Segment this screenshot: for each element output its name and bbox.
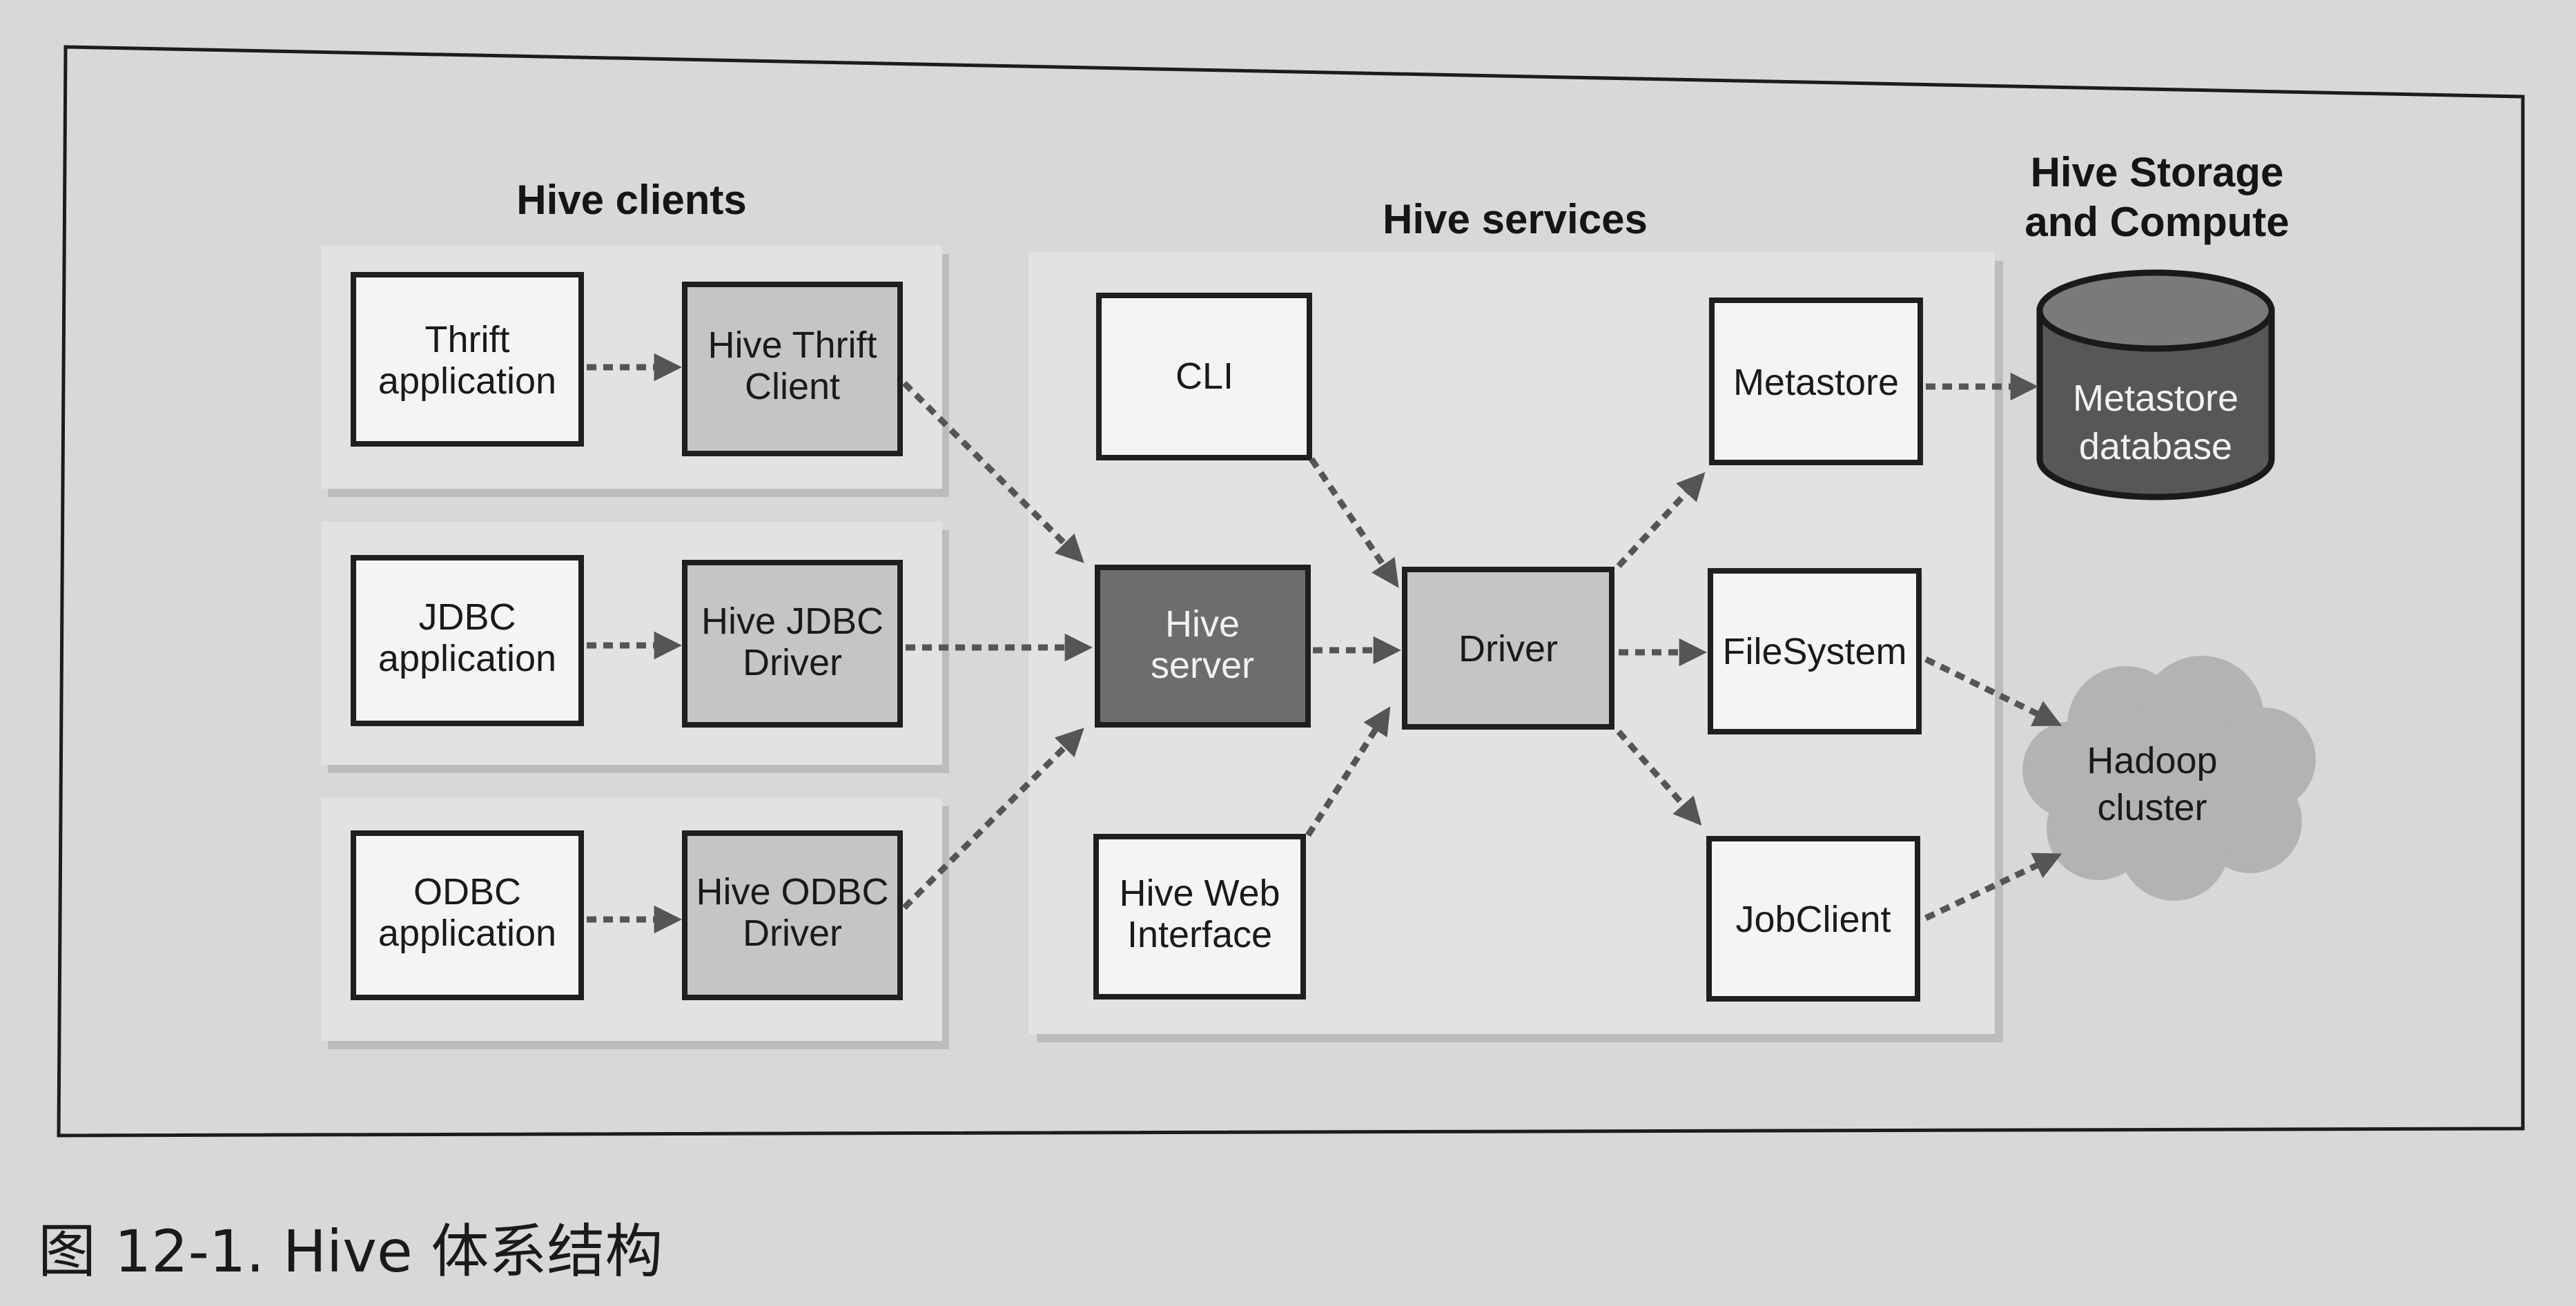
svg-text:FileSystem: FileSystem	[1722, 631, 1906, 672]
svg-text:JobClient: JobClient	[1735, 899, 1891, 940]
filesystem-box: FileSystem	[1708, 568, 1922, 734]
svg-text:Hive Thrift: Hive Thrift	[708, 324, 877, 366]
hive-storage-heading-line2: and Compute	[2024, 199, 2289, 245]
svg-text:Thrift: Thrift	[425, 319, 509, 360]
svg-text:Hadoop: Hadoop	[2087, 740, 2217, 781]
svg-text:Driver: Driver	[743, 642, 842, 683]
svg-text:Hive JDBC: Hive JDBC	[701, 601, 884, 642]
hive-odbc-driver-box: Hive ODBC Driver	[682, 830, 903, 1000]
hive-thrift-client-box: Hive Thrift Client	[682, 282, 903, 456]
svg-text:Driver: Driver	[743, 913, 842, 954]
jobclient-box: JobClient	[1706, 836, 1920, 1002]
svg-text:JDBC: JDBC	[418, 596, 516, 638]
hive-storage-heading-line1: Hive Storage	[2031, 149, 2284, 195]
driver-box: Driver	[1402, 567, 1614, 730]
jdbc-application-box: JDBC application	[351, 555, 584, 726]
cli-box: CLI	[1096, 293, 1312, 460]
hive-services-heading: Hive services	[1383, 196, 1648, 242]
thrift-application-box: Thrift application	[351, 272, 584, 447]
odbc-application-box: ODBC application	[351, 830, 584, 1000]
svg-text:Interface: Interface	[1127, 914, 1272, 955]
svg-text:Hive Web: Hive Web	[1119, 873, 1280, 914]
metastore-database-cylinder: Metastore database	[2036, 269, 2275, 500]
svg-text:ODBC: ODBC	[413, 871, 521, 913]
svg-text:Metastore: Metastore	[2073, 378, 2238, 419]
svg-text:application: application	[378, 638, 556, 679]
svg-text:cluster: cluster	[2097, 787, 2207, 828]
svg-text:Driver: Driver	[1458, 628, 1558, 670]
svg-text:application: application	[378, 360, 556, 402]
figure-frame	[57, 45, 2525, 1138]
svg-text:database: database	[2079, 426, 2232, 467]
svg-text:CLI: CLI	[1175, 355, 1233, 397]
hive-server-box: Hive server	[1095, 565, 1311, 728]
svg-text:Metastore: Metastore	[1733, 362, 1899, 403]
metastore-box: Metastore	[1709, 298, 1923, 465]
svg-text:Hive: Hive	[1165, 603, 1240, 645]
figure-caption: 图 12-1. Hive 体系结构	[38, 1218, 663, 1285]
connector-arrows	[587, 353, 2062, 934]
svg-text:Client: Client	[745, 366, 840, 407]
hive-jdbc-driver-box: Hive JDBC Driver	[682, 560, 903, 728]
svg-text:server: server	[1151, 645, 1254, 686]
hive-clients-heading: Hive clients	[516, 177, 747, 223]
svg-text:application: application	[378, 913, 556, 954]
hadoop-cluster-cloud: Hadoop cluster	[2022, 656, 2316, 901]
svg-text:Hive ODBC: Hive ODBC	[696, 871, 888, 913]
hive-web-interface-box: Hive Web Interface	[1093, 834, 1306, 1000]
